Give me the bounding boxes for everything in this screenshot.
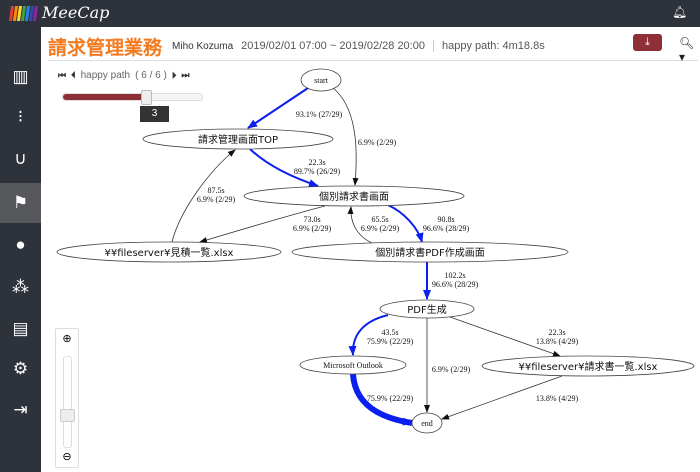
slider-thumb[interactable] <box>141 90 153 105</box>
edge-outlook-end <box>350 373 413 426</box>
edge-label: 22.3s <box>548 328 565 337</box>
player-label: happy path <box>80 70 131 81</box>
app-logo[interactable]: MeeCap <box>42 3 110 22</box>
zoom-in-icon[interactable]: ⊕ <box>62 333 72 345</box>
slider-tooltip: 3 <box>140 106 169 122</box>
sidebar-item-analytics[interactable]: ▥ <box>0 57 41 97</box>
player-count: ( 6 / 6 ) <box>135 70 167 81</box>
sidebar-item-idcard[interactable]: ▤ <box>0 309 41 349</box>
edge-label: 75.9% (22/29) <box>367 394 414 403</box>
date-range: 2019/02/01 07:00 ~ 2019/02/28 20:00 <box>241 40 434 52</box>
sidebar: ▥ ⁝ ∪ ⚑ ● ⁂ ▤ ⚙ ⇥ <box>0 27 41 472</box>
prev-icon[interactable]: ⏴ <box>71 70 76 80</box>
node-pdfgen-label[interactable]: PDF生成 <box>407 303 446 316</box>
node-start-label[interactable]: start <box>314 76 329 85</box>
edge-detail-estimate <box>199 205 326 243</box>
node-detail-label[interactable]: 個別請求書画面 <box>319 190 389 203</box>
users-icon: ⁂ <box>12 277 29 296</box>
edge-pdfscreen-detail <box>347 206 373 244</box>
logout-icon: ⇥ <box>13 400 28 419</box>
edge-label: 96.6% (28/29) <box>432 280 479 289</box>
zoom-slider-track[interactable] <box>63 356 72 448</box>
node-start <box>300 68 342 92</box>
page-title: 請求管理業務 <box>48 37 163 59</box>
edge-label: 6.9% (2/29) <box>358 138 397 147</box>
edge-label: 13.8% (4/29) <box>536 394 579 403</box>
sidebar-item-process[interactable]: ⚑ <box>0 183 41 223</box>
last-icon[interactable]: ⏭ <box>181 70 190 80</box>
id-card-icon: ▤ <box>12 319 29 338</box>
node-detail <box>243 185 465 207</box>
node-top-label[interactable]: 請求管理画面TOP <box>198 133 278 146</box>
edge-label: 43.5s <box>381 328 398 337</box>
user-icon: ● <box>15 235 26 254</box>
edge-label: 22.3s <box>308 158 325 167</box>
user-name: Miho Kozuma <box>172 40 234 52</box>
slider-fill <box>63 94 147 100</box>
first-icon[interactable]: ⏮ <box>58 70 67 80</box>
edge-start-detail <box>332 87 359 186</box>
happy-path-duration: happy path: 4m18.8s <box>441 40 545 52</box>
edge-label: 75.9% (22/29) <box>367 337 414 346</box>
zoom-slider-thumb[interactable] <box>60 409 75 422</box>
edge-top-detail <box>249 148 319 187</box>
node-invoicelist <box>481 355 695 377</box>
gear-icon: ⚙ <box>12 359 29 378</box>
node-top <box>142 128 334 150</box>
edge-pdfgen-outlook <box>348 314 389 356</box>
node-estimate-label[interactable]: ¥¥fileserver¥見積一覧.xlsx <box>105 246 234 259</box>
edge-estimate-top <box>171 149 236 243</box>
node-estimate <box>56 241 282 263</box>
sidebar-item-user[interactable]: ● <box>0 225 41 265</box>
happy-path-player: ⏮ ⏴ happy path ( 6 / 6 ) ⏵ ⏭ <box>58 70 189 81</box>
edge-label: 93.1% (27/29) <box>296 110 343 119</box>
bell-icon[interactable]: 🔔︎ <box>672 5 688 19</box>
node-end <box>411 412 443 434</box>
node-pdfscreen-label[interactable]: 個別請求書PDF作成画面 <box>375 246 484 259</box>
edge-label: 6.9% (2/29) <box>432 365 471 374</box>
node-outlook-label[interactable]: Microsoft Outlook <box>323 361 383 370</box>
zoom-out-icon[interactable]: ⊖ <box>62 451 72 463</box>
edge-invoicelist-end <box>441 375 563 420</box>
edge-label: 73.0s <box>303 215 320 224</box>
search-icon: 🔍︎ <box>679 36 695 50</box>
edge-start-top <box>247 87 309 129</box>
sidebar-item-diagnosis[interactable]: ∪ <box>0 139 41 179</box>
download-icon: ⤓ <box>645 36 650 48</box>
edge-label: 102.2s <box>444 271 465 280</box>
edge-label: 87.5s <box>207 186 224 195</box>
edge-label: 90.8s <box>437 215 454 224</box>
node-end-label[interactable]: end <box>421 419 433 428</box>
top-bar: MeeCap 🔔︎ <box>0 0 700 27</box>
process-flow-icon: ⚑ <box>12 193 29 212</box>
sidebar-item-settings[interactable]: ⚙ <box>0 349 41 389</box>
edge-label: 96.6% (28/29) <box>423 224 470 233</box>
edge-label: 65.5s <box>371 215 388 224</box>
node-outlook <box>299 355 407 375</box>
edge-label: 6.9% (2/29) <box>293 224 332 233</box>
edge-label: 13.8% (4/29) <box>536 337 579 346</box>
node-invoicelist-label[interactable]: ¥¥fileserver¥請求書一覧.xlsx <box>519 360 658 373</box>
download-button[interactable]: ⤓ <box>633 34 662 51</box>
sidebar-item-footprints[interactable]: ⁝ <box>0 97 41 137</box>
edge-label: 6.9% (2/29) <box>197 195 236 204</box>
sidebar-item-users[interactable]: ⁂ <box>0 267 41 307</box>
node-pdfscreen <box>291 241 569 263</box>
search-dropdown[interactable]: 🔍︎▾ <box>679 36 695 64</box>
edge-pdfgen-invoicelist <box>449 316 561 357</box>
edge-label: 6.9% (2/29) <box>361 224 400 233</box>
next-icon[interactable]: ⏵ <box>171 70 177 80</box>
zoom-control: ⊕ ⊖ <box>55 328 79 468</box>
footprints-icon: ⁝ <box>17 107 24 126</box>
sidebar-item-logout[interactable]: ⇥ <box>0 390 41 430</box>
page-header: 請求管理業務 Miho Kozuma 2019/02/01 07:00 ~ 20… <box>48 32 698 61</box>
stethoscope-icon: ∪ <box>14 149 27 168</box>
chart-bar-icon: ▥ <box>12 67 29 86</box>
step-slider[interactable] <box>62 90 203 105</box>
edge-label: 89.7% (26/29) <box>294 167 341 176</box>
node-pdfgen <box>379 299 475 319</box>
edge-detail-pdfscreen <box>387 204 424 243</box>
